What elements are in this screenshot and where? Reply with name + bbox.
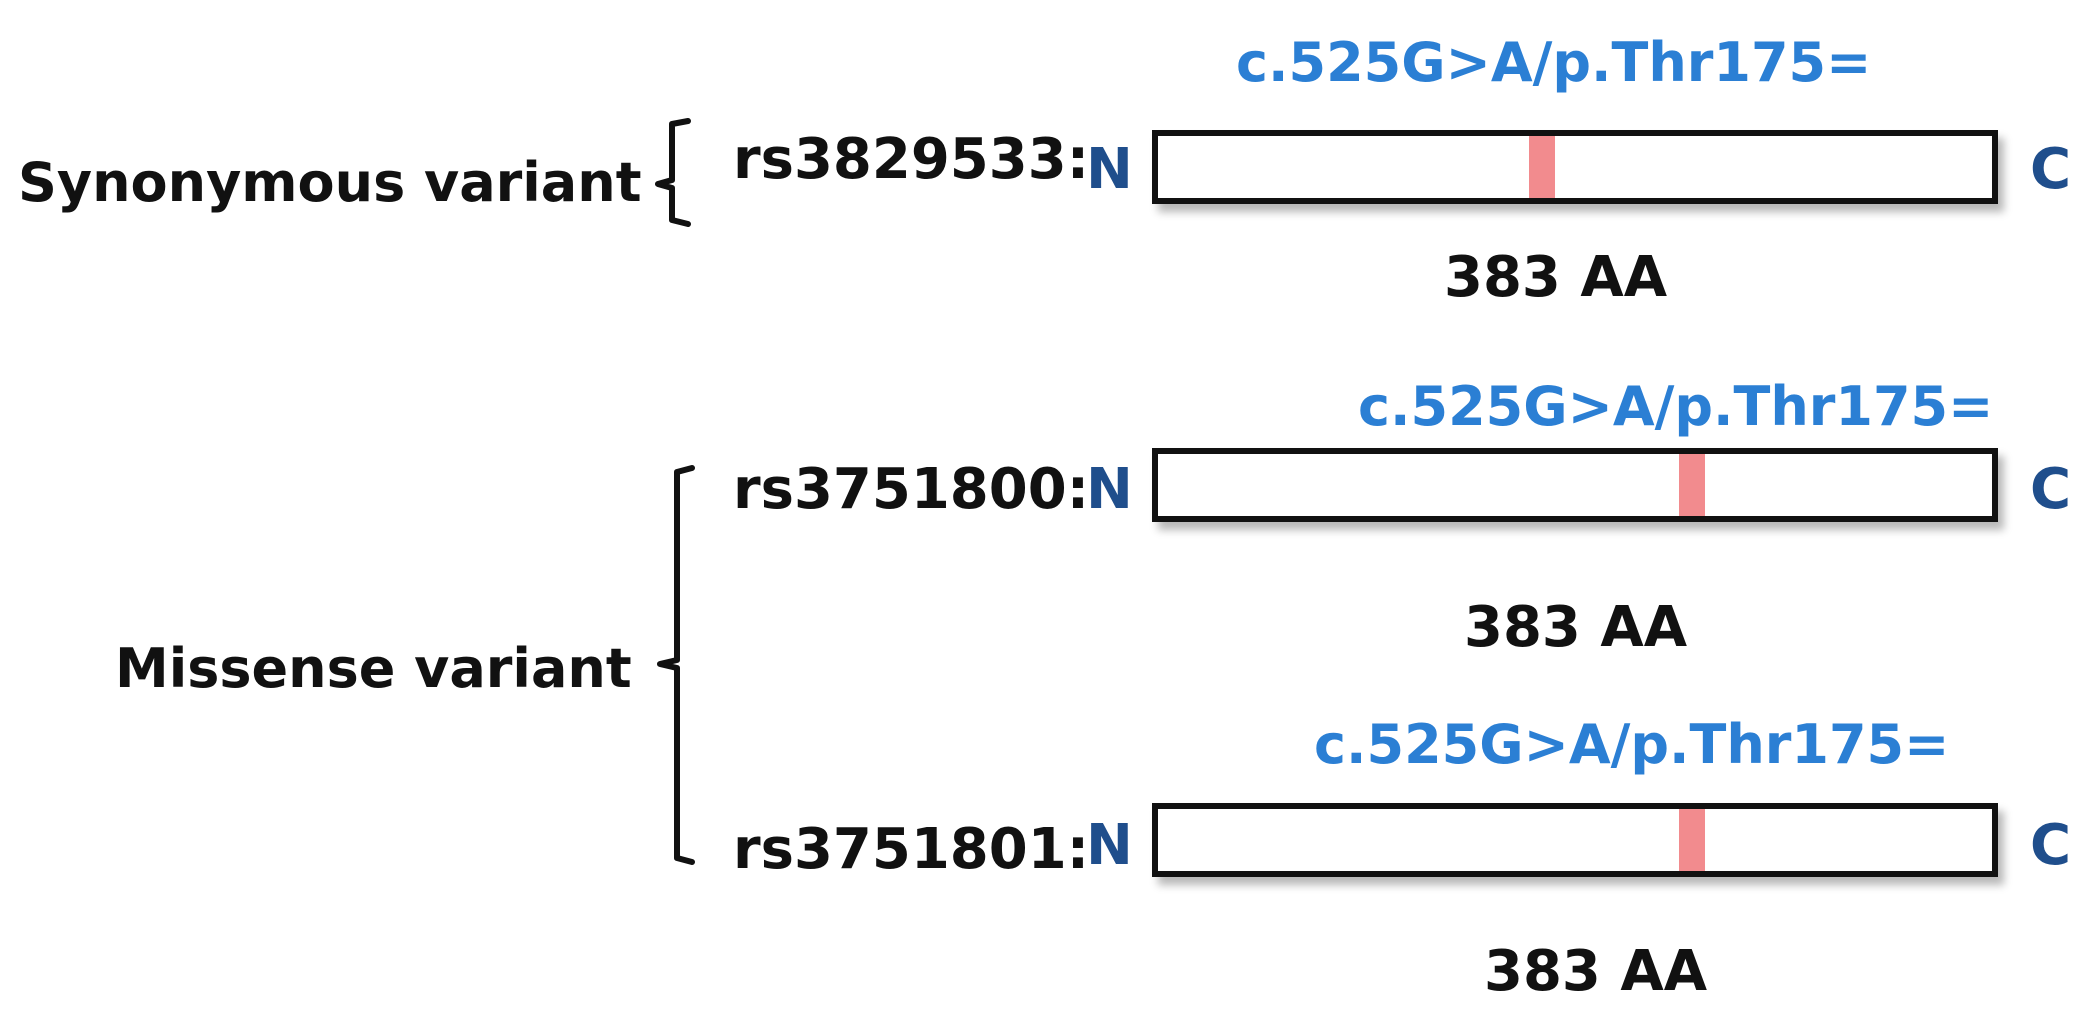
rsid-label-2: rs3751800:: [733, 457, 1090, 522]
c-terminus-3: C: [2030, 813, 2072, 878]
protein-length-1: 383 AA: [1444, 245, 1668, 310]
variant-label-2: c.525G>A/p.Thr175=: [1358, 375, 1994, 438]
rsid-label-1: rs3829533:: [733, 127, 1090, 192]
synonymous-variant-label: Synonymous variant: [18, 151, 642, 214]
n-terminus-1: N: [1086, 137, 1133, 202]
variant-marker-1: [1528, 136, 1555, 198]
c-terminus-1: C: [2030, 137, 2072, 202]
synonymous-bracket: [655, 118, 691, 227]
protein-bar-1: [1152, 130, 1998, 204]
protein-length-2: 383 AA: [1464, 595, 1688, 660]
rsid-label-3: rs3751801:: [733, 817, 1090, 882]
n-terminus-3: N: [1086, 813, 1133, 878]
protein-bar-3: [1152, 803, 1998, 877]
n-terminus-2: N: [1086, 457, 1133, 522]
variant-label-3: c.525G>A/p.Thr175=: [1314, 713, 1950, 776]
variant-marker-2: [1678, 454, 1705, 516]
missense-variant-label: Missense variant: [115, 637, 632, 700]
protein-bar-2: [1152, 448, 1998, 522]
c-terminus-2: C: [2030, 457, 2072, 522]
missense-bracket: [657, 465, 695, 865]
variant-label-1: c.525G>A/p.Thr175=: [1236, 31, 1872, 94]
protein-length-3: 383 AA: [1484, 939, 1708, 1004]
variant-marker-3: [1678, 809, 1705, 871]
